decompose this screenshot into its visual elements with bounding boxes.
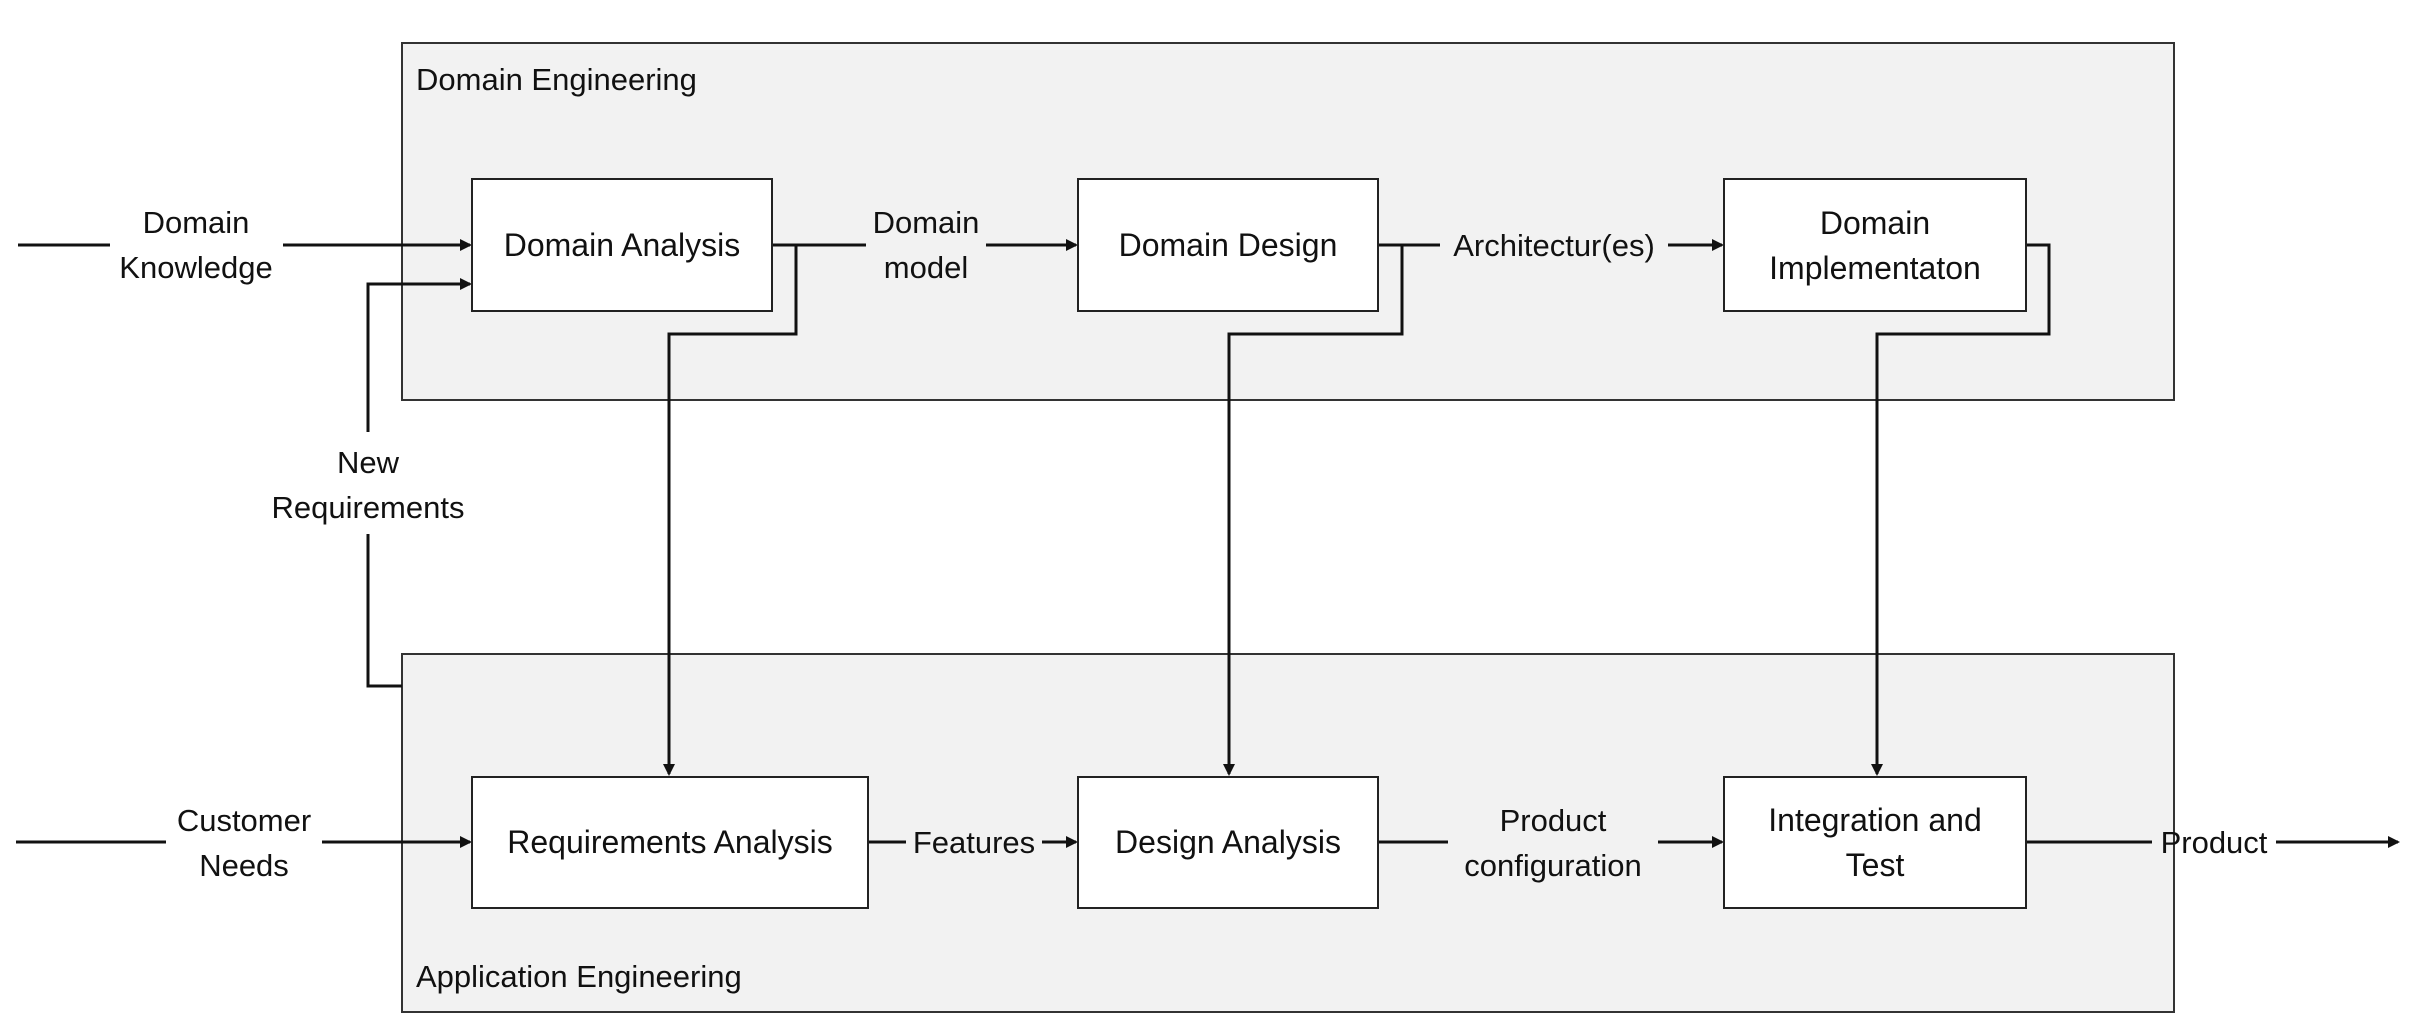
new-requirements-line-bottom — [366, 534, 402, 688]
domain-design-box: Domain Design — [1077, 178, 1379, 312]
design-analysis-label: Design Analysis — [1115, 824, 1341, 860]
integration-test-label-1: Integration and — [1768, 802, 1982, 838]
new-requirements-label-1: New — [337, 445, 400, 480]
analysis-down-arrow — [663, 243, 798, 776]
connectors — [16, 239, 2400, 848]
domain-design-label: Domain Design — [1119, 227, 1338, 263]
integration-test-box: Integration and Test — [1723, 776, 2027, 909]
requirements-analysis-label: Requirements Analysis — [507, 824, 832, 860]
domain-implementation-box: Domain Implementaton — [1723, 178, 2027, 312]
customer-needs-label-2: Needs — [199, 848, 289, 883]
features-label: Features — [913, 825, 1035, 860]
customer-needs-label-1: Customer — [177, 803, 311, 838]
application-engineering-title: Application Engineering — [416, 959, 742, 994]
architectures-label: Architectur(es) — [1453, 228, 1655, 263]
domain-model-label-1: Domain — [873, 205, 980, 240]
product-configuration-label-1: Product — [1500, 803, 1607, 838]
new-requirements-label-2: Requirements — [272, 490, 465, 525]
product-label: Product — [2161, 825, 2268, 860]
requirements-analysis-box: Requirements Analysis — [471, 776, 869, 909]
domain-model-label-2: model — [884, 250, 968, 285]
domain-engineering-title: Domain Engineering — [416, 62, 697, 97]
product-configuration-label-2: configuration — [1464, 848, 1642, 883]
domain-analysis-label: Domain Analysis — [504, 227, 741, 263]
domain-implementation-label-1: Domain — [1820, 205, 1930, 241]
domain-implementation-label-2: Implementaton — [1769, 250, 1981, 286]
design-analysis-box: Design Analysis — [1077, 776, 1379, 909]
design-down-arrow — [1223, 243, 1404, 776]
domain-knowledge-label-1: Domain — [143, 205, 250, 240]
domain-analysis-box: Domain Analysis — [471, 178, 773, 312]
integration-test-label-2: Test — [1846, 847, 1905, 883]
new-requirements-arrow — [366, 278, 472, 432]
implementation-down-arrow — [1871, 243, 2051, 776]
domain-knowledge-label-2: Knowledge — [119, 250, 272, 285]
